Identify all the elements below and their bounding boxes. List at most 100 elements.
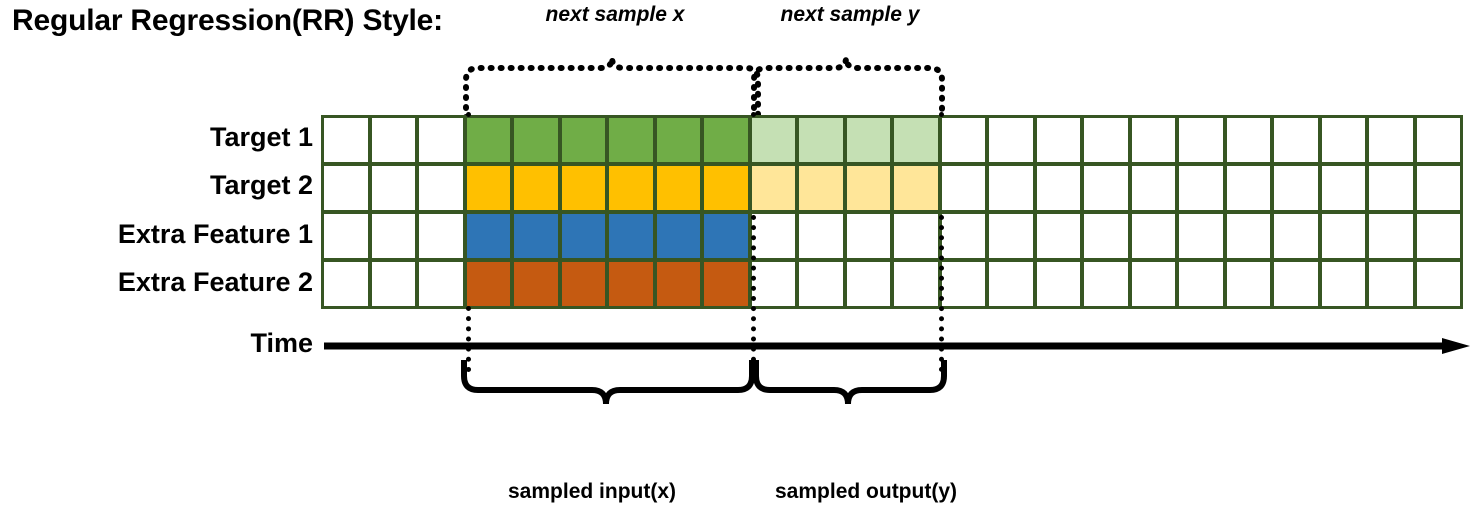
grid-cell-target-2-t16 <box>1084 166 1128 210</box>
grid-cell-extra-feature-1-t19 <box>1226 214 1270 258</box>
grid-cell-extra-feature-1-t21 <box>1321 214 1365 258</box>
grid-cell-extra-feature-1-t12 <box>894 214 938 258</box>
grid-cell-target-2-t2 <box>419 166 463 210</box>
grid-cell-extra-feature-2-t20 <box>1274 262 1318 306</box>
grid-cell-extra-feature-1-t15 <box>1036 214 1080 258</box>
caption-sampled-output: sampled output(y) horizon=4 output_featu… <box>775 423 1002 516</box>
grid-cell-extra-feature-2-t14 <box>989 262 1033 306</box>
grid-cell-target-2-t10 <box>799 166 843 210</box>
grid-cell-target-1-t9 <box>751 118 795 162</box>
grid-cell-target-1-t16 <box>1084 118 1128 162</box>
next-sample-x-label: next sample x <box>545 3 685 26</box>
grid-cell-extra-feature-2-t2 <box>419 262 463 306</box>
grid-cell-target-1-t21 <box>1321 118 1365 162</box>
grid-cell-target-1-t0 <box>324 118 368 162</box>
row-label-column: Target 1 Target 2 Extra Feature 1 Extra … <box>8 0 313 516</box>
grid-cell-extra-feature-2-t0 <box>324 262 368 306</box>
grid-cell-extra-feature-1-t22 <box>1369 214 1413 258</box>
grid-cell-target-2-t0 <box>324 166 368 210</box>
grid-cell-extra-feature-2-t15 <box>1036 262 1080 306</box>
grid-cell-extra-feature-2-t23 <box>1416 262 1460 306</box>
grid-cell-extra-feature-2-t12 <box>894 262 938 306</box>
grid-cell-extra-feature-1-t7 <box>656 214 700 258</box>
grid-cell-target-1-t10 <box>799 118 843 162</box>
top-brace-next-sample-y <box>751 57 945 120</box>
grid-cell-target-1-t8 <box>704 118 748 162</box>
grid-cell-extra-feature-1-t11 <box>846 214 890 258</box>
grid-cell-target-2-t6 <box>609 166 653 210</box>
grid-cell-extra-feature-2-t19 <box>1226 262 1270 306</box>
guide-horizon-end-upper <box>939 112 944 120</box>
timeseries-grid <box>321 115 1463 309</box>
grid-cell-extra-feature-2-t6 <box>609 262 653 306</box>
grid-cell-extra-feature-1-t1 <box>371 214 415 258</box>
grid-cell-target-1-t5 <box>561 118 605 162</box>
grid-cell-target-1-t2 <box>419 118 463 162</box>
grid-cell-target-1-t23 <box>1416 118 1460 162</box>
caption-sampled-output-line-1: sampled output(y) <box>775 480 957 504</box>
grid-cell-target-2-t4 <box>514 166 558 210</box>
grid-cell-target-1-t6 <box>609 118 653 162</box>
grid-cell-target-1-t12 <box>894 118 938 162</box>
grid-cell-extra-feature-2-t7 <box>656 262 700 306</box>
grid-cell-extra-feature-2-t3 <box>466 262 510 306</box>
grid-cell-target-1-t17 <box>1131 118 1175 162</box>
grid-cell-target-1-t4 <box>514 118 558 162</box>
grid-cell-target-2-t21 <box>1321 166 1365 210</box>
grid-cell-extra-feature-2-t5 <box>561 262 605 306</box>
grid-cell-target-1-t14 <box>989 118 1033 162</box>
grid-cell-extra-feature-2-t10 <box>799 262 843 306</box>
row-label-target-2: Target 2 <box>209 170 313 200</box>
grid-cell-target-1-t15 <box>1036 118 1080 162</box>
grid-cell-target-2-t9 <box>751 166 795 210</box>
grid-cell-target-2-t14 <box>989 166 1033 210</box>
caption-sampled-input-line-1: sampled input(x) <box>508 480 677 504</box>
grid-cell-target-1-t18 <box>1179 118 1223 162</box>
bottom-brace-sampled-output <box>753 360 947 405</box>
grid-cell-extra-feature-2-t4 <box>514 262 558 306</box>
guide-lookback-start <box>466 306 471 372</box>
grid-cell-target-2-t18 <box>1179 166 1223 210</box>
grid-cell-extra-feature-1-t20 <box>1274 214 1318 258</box>
grid-cell-extra-feature-1-t18 <box>1179 214 1223 258</box>
grid-cell-extra-feature-2-t21 <box>1321 262 1365 306</box>
grid-cell-target-2-t15 <box>1036 166 1080 210</box>
grid-cell-target-2-t7 <box>656 166 700 210</box>
grid-cell-extra-feature-1-t5 <box>561 214 605 258</box>
grid-cell-target-1-t19 <box>1226 118 1270 162</box>
grid-cell-target-2-t22 <box>1369 166 1413 210</box>
grid-cell-extra-feature-2-t11 <box>846 262 890 306</box>
grid-cell-extra-feature-1-t6 <box>609 214 653 258</box>
next-sample-y-label: next sample y <box>780 3 920 26</box>
grid-cell-target-2-t20 <box>1274 166 1318 210</box>
bottom-brace-sampled-input <box>461 360 755 405</box>
row-label-extra-feature-2: Extra Feature 2 <box>117 267 313 297</box>
time-axis-arrow <box>324 338 1470 354</box>
grid-cell-target-1-t13 <box>941 118 985 162</box>
grid-cell-target-1-t20 <box>1274 118 1318 162</box>
grid-cell-extra-feature-2-t13 <box>941 262 985 306</box>
grid-cell-target-2-t23 <box>1416 166 1460 210</box>
grid-cell-extra-feature-2-t8 <box>704 262 748 306</box>
grid-cell-extra-feature-1-t9 <box>751 214 795 258</box>
grid-cell-extra-feature-1-t8 <box>704 214 748 258</box>
grid-cell-target-2-t19 <box>1226 166 1270 210</box>
grid-cell-extra-feature-1-t3 <box>466 214 510 258</box>
grid-cell-target-2-t11 <box>846 166 890 210</box>
grid-cell-target-2-t3 <box>466 166 510 210</box>
time-axis-label: Time <box>250 328 313 358</box>
row-label-target-1: Target 1 <box>209 122 313 152</box>
guide-lookback-start-upper <box>466 112 471 120</box>
grid-cell-extra-feature-1-t4 <box>514 214 558 258</box>
grid-cell-extra-feature-2-t18 <box>1179 262 1223 306</box>
grid-cell-extra-feature-1-t23 <box>1416 214 1460 258</box>
grid-cell-target-1-t22 <box>1369 118 1413 162</box>
page-title: Regular Regression(RR) Style: <box>12 4 443 37</box>
grid-cell-target-2-t13 <box>941 166 985 210</box>
grid-cell-extra-feature-2-t22 <box>1369 262 1413 306</box>
grid-cell-extra-feature-1-t16 <box>1084 214 1128 258</box>
grid-cell-extra-feature-1-t17 <box>1131 214 1175 258</box>
grid-cell-target-2-t1 <box>371 166 415 210</box>
grid-cell-extra-feature-2-t1 <box>371 262 415 306</box>
